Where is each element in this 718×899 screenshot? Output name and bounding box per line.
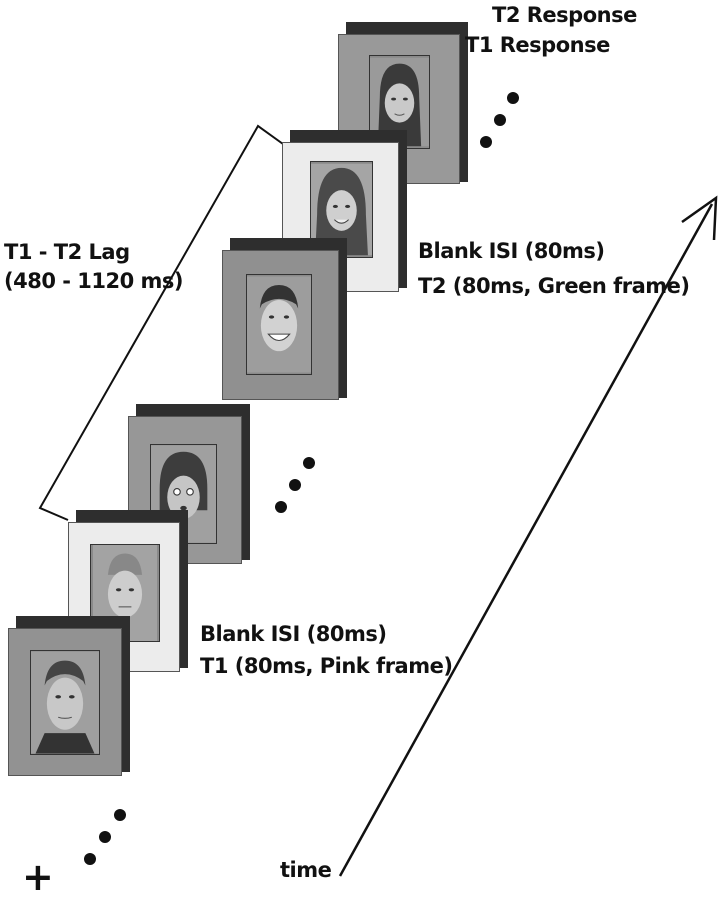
stimulus-card-t1	[8, 616, 130, 776]
t1-response-label: T1 Response	[465, 33, 610, 57]
time-arrow-shaft	[338, 203, 714, 877]
t1-label: T1 (80ms, Pink frame)	[200, 654, 453, 678]
lag-label-line2: (480 - 1120 ms)	[4, 269, 184, 293]
fixation-cross: +	[22, 855, 54, 899]
lag-label-line1: T1 - T2 Lag	[4, 240, 130, 264]
face-photo	[30, 650, 100, 755]
time-axis-label: time	[280, 858, 332, 882]
t2-response-label: T2 Response	[492, 3, 637, 27]
stimulus-card-t2	[222, 238, 347, 400]
blank-isi-label-top: Blank ISI (80ms)	[418, 239, 605, 263]
t2-label: T2 (80ms, Green frame)	[418, 274, 690, 298]
lag-bracket-line	[38, 124, 284, 521]
face-photo	[246, 274, 312, 375]
time-arrow-head	[681, 195, 718, 241]
face-photo	[150, 444, 217, 544]
ellipsis-dots-middle	[275, 457, 315, 513]
blank-isi-label-bottom: Blank ISI (80ms)	[200, 622, 387, 646]
ellipsis-dots-bottom	[84, 809, 126, 865]
ellipsis-dots-top	[480, 92, 519, 148]
